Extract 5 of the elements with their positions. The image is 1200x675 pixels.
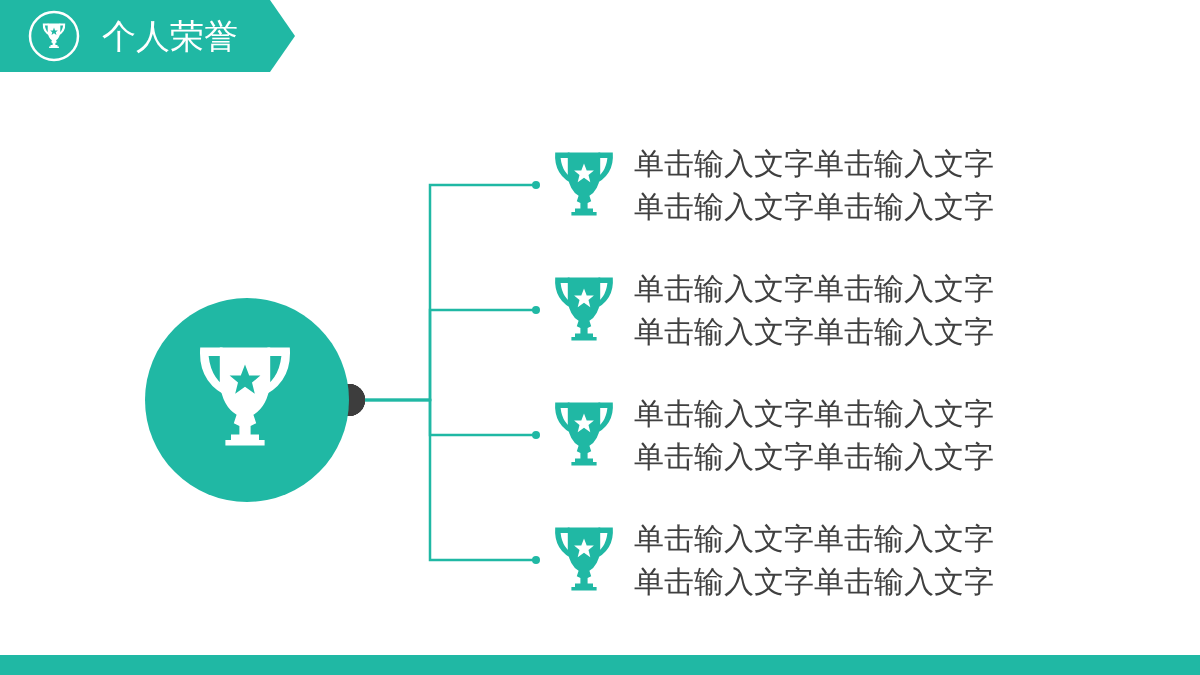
item-text: 单击输入文字单击输入文字单击输入文字单击输入文字 [634, 395, 994, 476]
item-text: 单击输入文字单击输入文字单击输入文字单击输入文字 [634, 270, 994, 351]
item-text: 单击输入文字单击输入文字单击输入文字单击输入文字 [634, 145, 994, 226]
title: 个人荣誉 [102, 15, 238, 58]
item-text: 单击输入文字单击输入文字单击输入文字单击输入文字 [634, 520, 994, 601]
